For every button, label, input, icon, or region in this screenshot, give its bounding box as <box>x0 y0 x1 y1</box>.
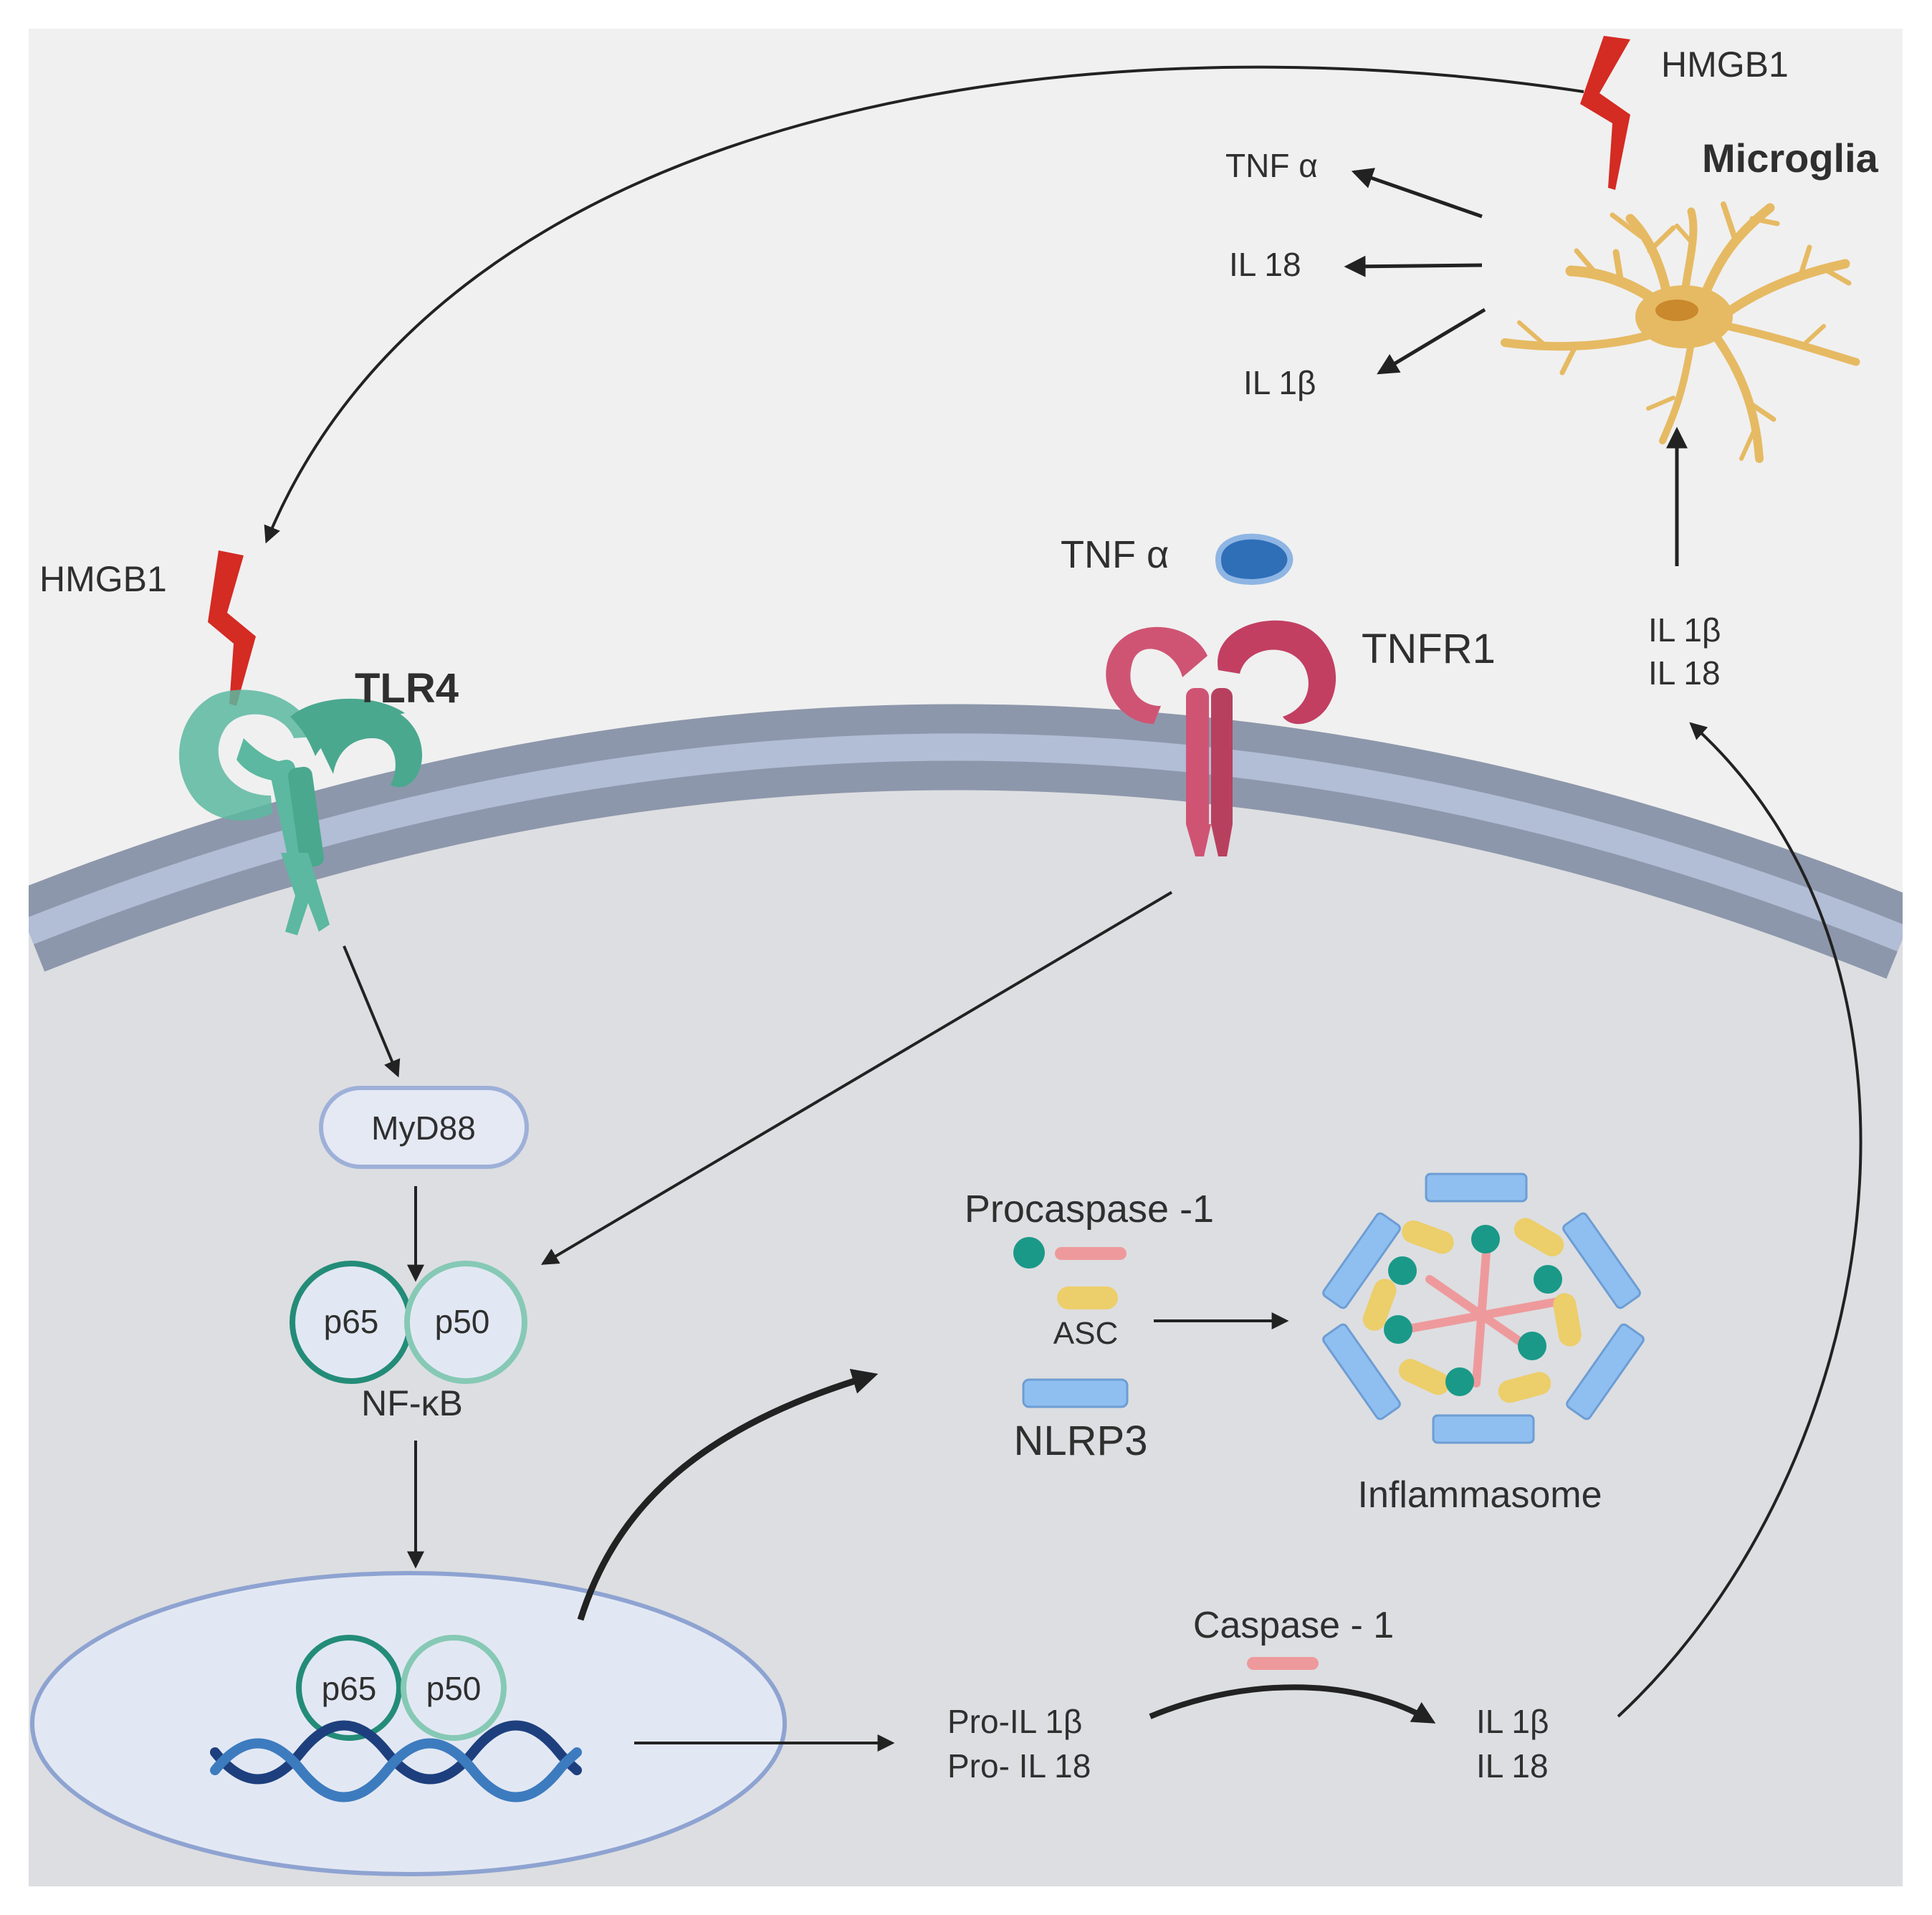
arrow-microglia-to-tnf-alpha <box>1351 168 1483 219</box>
asc-capsule <box>1057 1286 1118 1309</box>
il1b-output-label: IL 1β <box>1243 364 1316 401</box>
nlrp3-bar <box>1022 1378 1129 1408</box>
p65-cytoplasm-label: p65 <box>324 1303 379 1340</box>
arrow-tnfr1-to-nfkb <box>540 891 1173 1265</box>
procaspase-dot <box>1013 1237 1045 1269</box>
tnfr1-receptor-icon <box>1106 620 1336 856</box>
microglia-nucleus <box>1655 300 1698 321</box>
inflammasome-label: Inflammasome <box>1358 1474 1602 1516</box>
microglia-label: Microglia <box>1702 135 1879 181</box>
procaspase-label: Procaspase -1 <box>965 1188 1214 1231</box>
pro-il1b-label: Pro-IL 1β <box>947 1703 1082 1740</box>
arrow-il-release <box>1617 722 1862 1718</box>
il1b-released-label: IL 1β <box>1648 611 1721 649</box>
arrow-nucleus-to-inflammasome <box>577 1368 879 1621</box>
asc-label: ASC <box>1053 1316 1118 1351</box>
tnf-alpha-ligand-label: TNF α <box>1061 533 1169 576</box>
pro-il18-label: Pro- IL 18 <box>947 1747 1091 1785</box>
nucleus <box>30 1571 787 1876</box>
arrow-caspase-cleavage <box>1149 1684 1436 1724</box>
arrow-microglia-to-il18 <box>1344 255 1483 277</box>
p50-nucleus-label: p50 <box>426 1670 482 1707</box>
arrow-hmgb1-feedback <box>264 65 1584 544</box>
caspase1-label: Caspase - 1 <box>1193 1605 1394 1646</box>
nfkb-label: NF-κB <box>361 1383 463 1423</box>
p50-cytoplasm-circle <box>404 1261 527 1384</box>
il18-released-label: IL 18 <box>1648 654 1721 692</box>
p65-nucleus-label: p65 <box>322 1670 377 1707</box>
hmgb1-left-label: HMGB1 <box>39 559 167 599</box>
p50-cytoplasm-label: p50 <box>435 1303 490 1340</box>
tnf-alpha-output-label: TNF α <box>1225 147 1318 184</box>
hmgb1-top-bolt-icon <box>1580 36 1630 190</box>
arrow-tlr4-to-myd88 <box>343 945 401 1078</box>
arrow-microglia-to-il1b <box>1377 307 1486 375</box>
procaspase-bar <box>1055 1247 1127 1260</box>
p50-nucleus-circle <box>401 1635 507 1741</box>
tnfr1-label: TNFR1 <box>1362 626 1496 672</box>
il18-mature-label: IL 18 <box>1476 1747 1549 1785</box>
p65-nucleus-circle <box>296 1635 402 1741</box>
tnf-alpha-ligand-icon <box>1215 533 1293 585</box>
il18-output-label: IL 18 <box>1229 246 1301 283</box>
il1b-mature-label: IL 1β <box>1476 1703 1549 1740</box>
caspase1-bar <box>1247 1657 1319 1670</box>
myd88-box <box>319 1086 529 1169</box>
hmgb1-top-label: HMGB1 <box>1661 44 1789 85</box>
myd88-label: MyD88 <box>371 1109 476 1147</box>
inflammasome-icon <box>1322 1173 1645 1444</box>
tlr4-label: TLR4 <box>355 665 459 712</box>
nlrp3-label: NLRP3 <box>1014 1418 1148 1464</box>
dna-double-helix-icon <box>210 1720 582 1802</box>
tlr4-receptor-icon <box>178 689 423 935</box>
hmgb1-left-bolt-icon <box>208 550 256 706</box>
